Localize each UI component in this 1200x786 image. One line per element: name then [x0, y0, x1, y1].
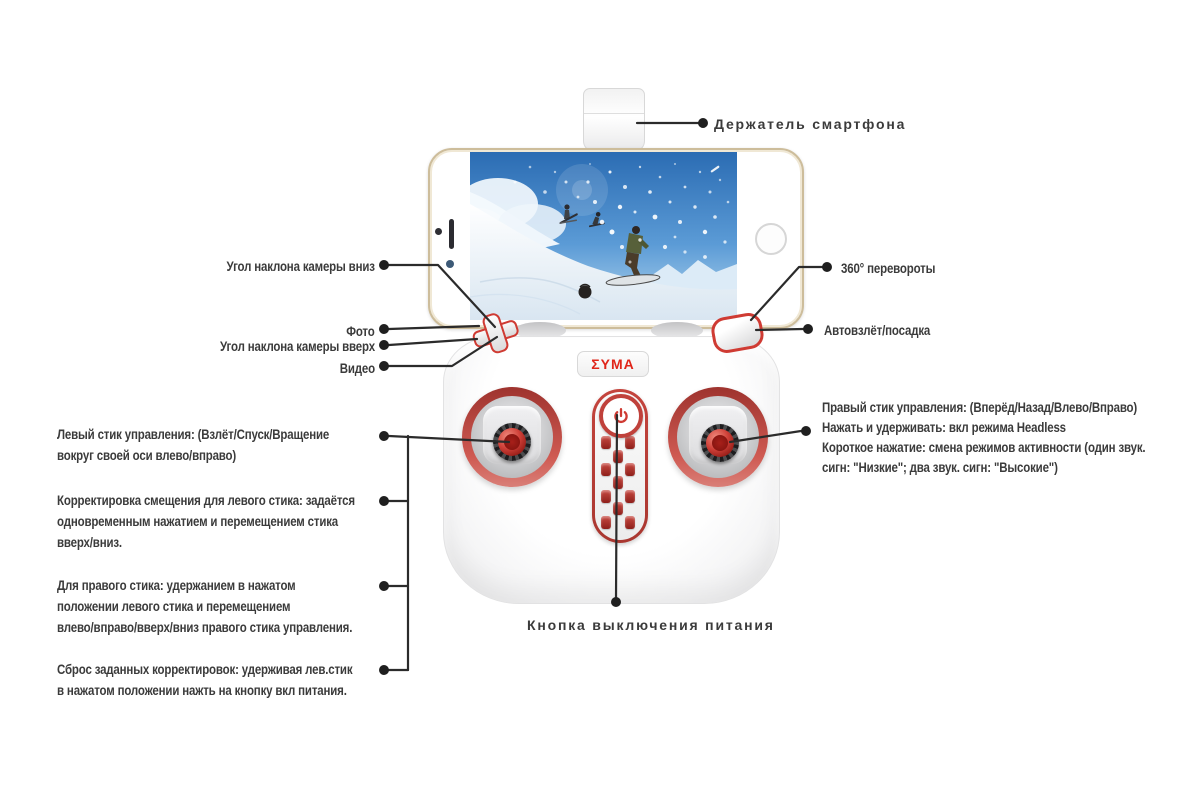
- label-power-off: Кнопка выключения питания: [527, 617, 775, 633]
- led-indicator: [613, 450, 623, 463]
- label-auto-takeoff: Автовзлёт/посадка: [824, 322, 931, 338]
- led-indicator: [613, 502, 623, 515]
- leader-dot: [379, 260, 389, 270]
- syma-logo-badge: ΣYMA: [577, 351, 649, 377]
- label-video: Видео: [339, 360, 375, 376]
- note-right-trim: Для правого стика: удержанием в нажатом …: [57, 575, 352, 638]
- text-line: вверх/вниз.: [57, 534, 122, 550]
- leader-power: [614, 413, 619, 602]
- text-line: Левый стик управления: (Взлёт/Спуск/Вращ…: [57, 426, 330, 442]
- text-line: положении левого стика и перемещением: [57, 598, 291, 614]
- left-joystick-cap-center: [504, 434, 520, 450]
- phone-earpiece: [449, 219, 454, 249]
- text-line: вокруг своей оси влево/вправо): [57, 447, 237, 463]
- right-joystick-cap-center: [712, 435, 728, 451]
- leader-dot: [822, 262, 832, 272]
- leader-dot: [801, 426, 811, 436]
- smartphone: [428, 148, 804, 329]
- leader-photo: [387, 324, 481, 331]
- leader-dot: [611, 597, 621, 607]
- text-line: сигн: "Низкие"; два звук. сигн: "Высокие…: [822, 459, 1058, 475]
- antenna-bump-left: [514, 322, 566, 339]
- note-trim-reset: Сброс заданных корректировок: удерживая …: [57, 659, 353, 701]
- text-line: Нажать и удерживать: вкл режима Headless: [822, 419, 1066, 435]
- label-flips-360: 360° перевороты: [841, 260, 936, 276]
- leader-dot: [379, 581, 389, 591]
- text-line: Сброс заданных корректировок: удерживая …: [57, 661, 353, 677]
- led-indicator: [601, 436, 611, 449]
- led-indicator: [625, 516, 635, 529]
- power-button[interactable]: [599, 394, 643, 438]
- leader-dot: [379, 324, 389, 334]
- snowboard-scene-image: [470, 152, 737, 320]
- leader-takeoff: [754, 327, 805, 332]
- left-joystick[interactable]: [462, 387, 562, 487]
- text-line: Короткое нажатие: смена режимов активнос…: [822, 439, 1146, 455]
- phone-sensor-dot: [446, 260, 454, 268]
- text-line: Правый стик управления: (Вперёд/Назад/Вл…: [822, 399, 1138, 415]
- led-indicator: [625, 490, 635, 503]
- leader-camera-up: [387, 337, 479, 347]
- note-left-trim: Корректировка смещения для левого стика:…: [57, 490, 355, 553]
- text-line: влево/вправо/вверх/вниз правого стика уп…: [57, 619, 353, 635]
- label-holder: Держатель смартфона: [714, 116, 907, 132]
- syma-logo-text: ΣYMA: [591, 356, 635, 372]
- power-icon: [614, 408, 628, 424]
- led-indicator: [601, 516, 611, 529]
- note-right-stick: Правый стик управления: (Вперёд/Назад/Вл…: [822, 397, 1146, 477]
- text-line: Для правого стика: удержанием в нажатом: [57, 577, 296, 593]
- leader-video: [387, 335, 499, 368]
- leader-dot: [379, 496, 389, 506]
- leader-dot: [379, 361, 389, 371]
- leader-dot: [698, 118, 708, 128]
- leader-dot: [379, 340, 389, 350]
- right-joystick-knob[interactable]: [701, 424, 739, 462]
- led-indicator: [601, 463, 611, 476]
- phone-home-button[interactable]: [755, 223, 787, 255]
- note-left-stick: Левый стик управления: (Взлёт/Спуск/Вращ…: [57, 424, 329, 466]
- text-line: одновременным нажатием и перемещением ст…: [57, 513, 339, 529]
- leader-camera-down: [387, 263, 497, 329]
- clip-crease: [584, 113, 644, 114]
- leader-dot: [803, 324, 813, 334]
- smartphone-holder-clip: [583, 88, 645, 152]
- phone-front-camera: [435, 228, 442, 235]
- label-camera-tilt-down: Угол наклона камеры вниз: [226, 258, 375, 274]
- text-line: Корректировка смещения для левого стика:…: [57, 492, 355, 508]
- leader-flips: [749, 265, 824, 322]
- right-joystick[interactable]: [668, 387, 768, 487]
- leader-dot: [379, 431, 389, 441]
- label-camera-tilt-up: Угол наклона камеры вверх: [220, 338, 375, 354]
- label-photo: Фото: [346, 323, 376, 339]
- led-indicator: [625, 463, 635, 476]
- phone-screen: [470, 152, 737, 320]
- left-joystick-knob[interactable]: [493, 423, 531, 461]
- text-line: в нажатом положении нажть на кнопку вкл …: [57, 682, 347, 698]
- leader-right-stick: [728, 429, 803, 444]
- led-indicator: [625, 436, 635, 449]
- led-indicator: [613, 476, 623, 489]
- led-indicator: [601, 490, 611, 503]
- leader-dot: [379, 665, 389, 675]
- antenna-bump-right: [651, 322, 703, 339]
